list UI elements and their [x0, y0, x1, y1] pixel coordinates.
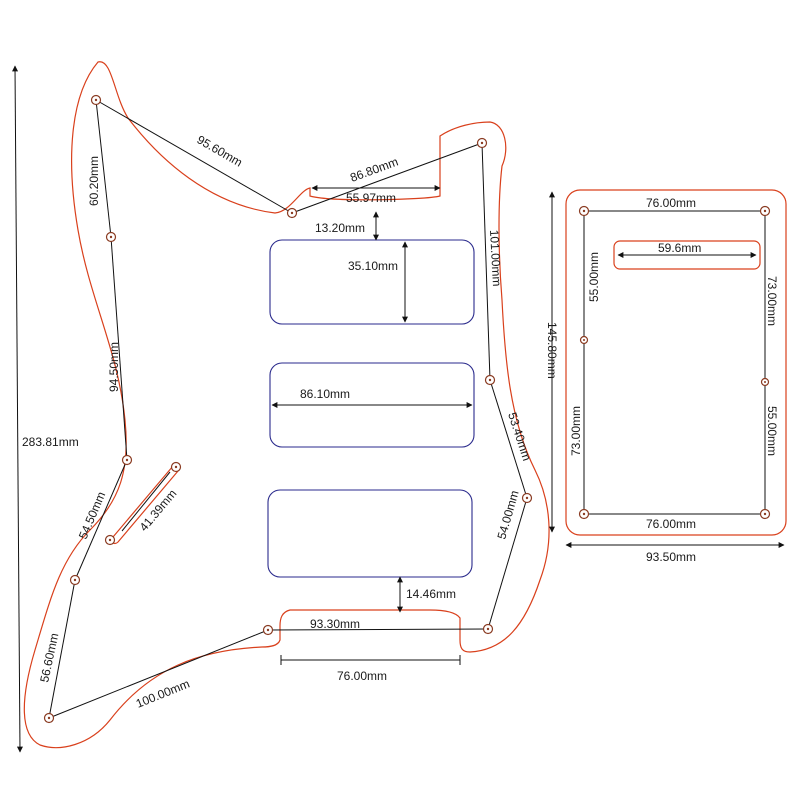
- screw-hole: [760, 377, 770, 387]
- screw-hole: [104, 534, 116, 546]
- screw-hole: [578, 508, 590, 520]
- pickup-routes: [267, 239, 475, 578]
- back-plate-left-lower-label: 73.00mm: [569, 406, 583, 456]
- screw-hole: [105, 231, 117, 243]
- screw-hole: [286, 207, 298, 219]
- screw-hole: [484, 374, 496, 386]
- screw-hole: [759, 508, 771, 520]
- neck-pickup: [269, 239, 475, 325]
- bridge-pickup: [267, 489, 473, 578]
- screw-hole: [69, 574, 81, 586]
- neck-pocket-to-pickup-label: 13.20mm: [315, 221, 365, 235]
- pickguard: [23, 61, 550, 749]
- pickup-height-label: 35.10mm: [348, 259, 398, 273]
- screw-hole: [170, 461, 182, 473]
- right-lower-label: 54.00mm: [494, 489, 521, 541]
- back-plate-top-holes-label: 76.00mm: [646, 196, 696, 210]
- pickup-to-bottom-label: 14.46mm: [406, 587, 456, 601]
- pickguard-outline: [23, 61, 550, 749]
- back-plate-left-upper-label: 55.00mm: [587, 252, 601, 302]
- left-bottom-label: 56.60mm: [37, 632, 61, 684]
- back-plate-right-upper-label: 73.00mm: [765, 276, 779, 326]
- back-plate-slot: [613, 240, 761, 270]
- bottom-left-to-center-label: 100.00mm: [134, 677, 192, 711]
- back-plate-outline: [565, 189, 787, 536]
- screw-hole: [482, 623, 494, 635]
- screw-hole: [578, 205, 590, 217]
- screw-hole: [262, 624, 274, 636]
- middle-pickup: [269, 362, 475, 448]
- screw-hole: [476, 137, 488, 149]
- bottom-cutout-width-label: 76.00mm: [337, 669, 387, 683]
- back-plate-overall-width-label: 93.50mm: [646, 550, 696, 564]
- right-upper-label: 101.00mm: [487, 229, 504, 286]
- screw-hole: [521, 492, 533, 504]
- back-plate-slot-width-label: 59.6mm: [658, 241, 701, 255]
- left-upper-vertical-label: 60.20mm: [87, 156, 101, 206]
- screw-hole: [579, 335, 589, 345]
- back-plate-right-lower-label: 55.00mm: [765, 406, 779, 456]
- bottom-cutout-top-label: 93.30mm: [310, 617, 360, 631]
- pickguard-dimension-labels: 283.81mm 95.60mm 86.80mm 55.97mm 13.20mm…: [22, 132, 534, 710]
- back-plate: 76.00mm 76.00mm 59.6mm 55.00mm 73.00mm 7…: [545, 189, 787, 564]
- screw-hole: [43, 712, 55, 724]
- pickguard-screw-holes: [43, 94, 533, 724]
- left-mid-vertical-label: 94.50mm: [107, 342, 121, 392]
- back-plate-bottom-holes-label: 76.00mm: [646, 517, 696, 531]
- right-mid-label: 53.40mm: [505, 411, 534, 463]
- pickup-width-label: 86.10mm: [300, 387, 350, 401]
- top-center-to-right-horn-label: 86.80mm: [348, 155, 400, 185]
- control-slot-label: 41.39mm: [137, 487, 180, 534]
- screw-hole: [121, 454, 133, 466]
- overall-height-label: 283.81mm: [22, 435, 79, 449]
- top-horn-to-center-label: 95.60mm: [195, 132, 245, 169]
- pickguard-dimension-lines: [12, 65, 528, 753]
- back-plate-overall-height-label: 145.80mm: [545, 322, 559, 379]
- screw-hole: [759, 205, 771, 217]
- top-neck-cutout-width-label: 55.97mm: [346, 191, 396, 205]
- screw-hole: [90, 94, 102, 106]
